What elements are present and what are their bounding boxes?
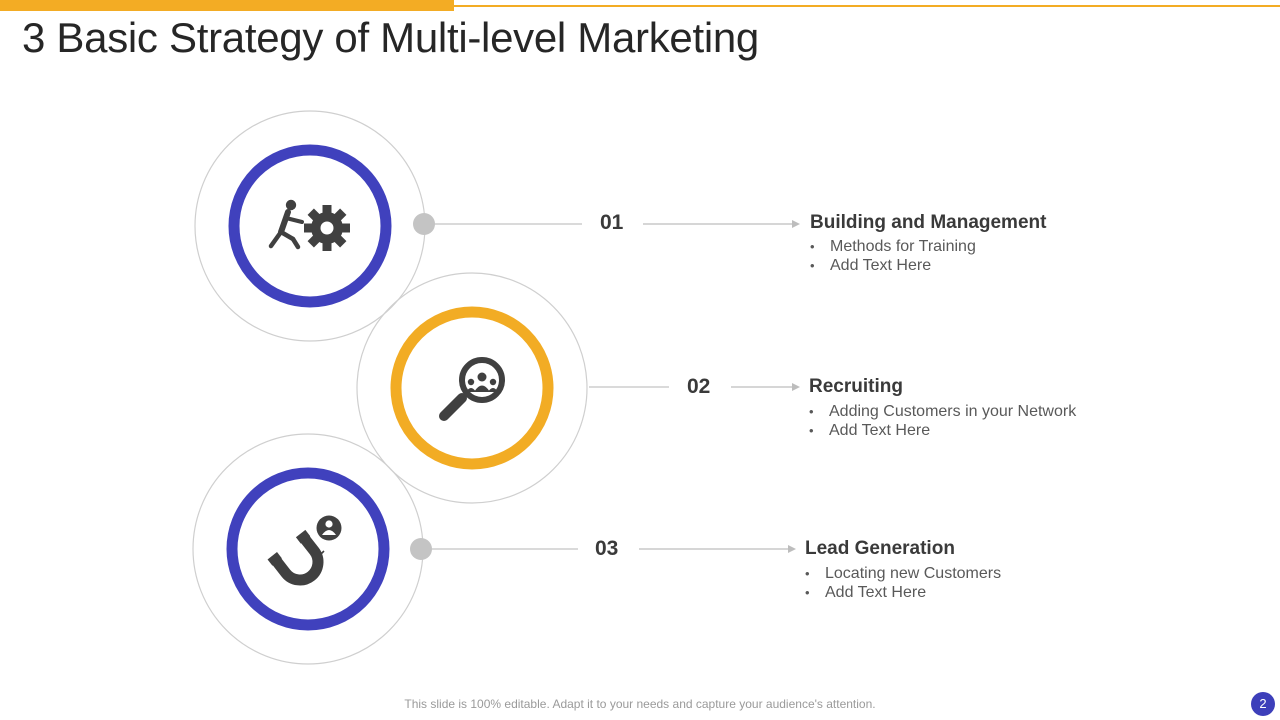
step-number-1: 01 [600, 211, 624, 234]
step-title-1: Building and Management [810, 212, 1047, 233]
step-bullets-2: Adding Customers in your Network Add Tex… [809, 402, 1076, 440]
top-accent-line [454, 5, 1280, 7]
attraction-wave-icon [298, 535, 311, 543]
step-bullets-1: Methods for Training Add Text Here [810, 237, 976, 275]
step-bullets-3: Locating new Customers Add Text Here [805, 564, 1001, 602]
slide-title: 3 Basic Strategy of Multi-level Marketin… [22, 14, 759, 61]
ring-step-1 [228, 144, 392, 308]
ring-step-2 [390, 306, 554, 470]
step-number-3: 03 [595, 537, 619, 560]
ring-step-3 [226, 467, 390, 631]
footer-note: This slide is 100% editable. Adapt it to… [404, 697, 876, 711]
arrow-head-3 [788, 545, 796, 553]
bullet-item: Adding Customers in your Network [809, 402, 1076, 421]
step-title-2: Recruiting [809, 376, 903, 397]
user-badge-icon [316, 515, 342, 541]
top-accent-bar [0, 0, 454, 11]
page-number-badge: 2 [1251, 692, 1275, 716]
bullet-item: Add Text Here [805, 583, 1001, 602]
magnifier-group-icon [439, 357, 505, 421]
arrow-head-2 [792, 383, 800, 391]
bullet-item: Methods for Training [810, 237, 976, 256]
bullet-item: Add Text Here [810, 256, 976, 275]
step-title-3: Lead Generation [805, 538, 955, 559]
connector-dot-1 [413, 213, 435, 235]
bullet-item: Locating new Customers [805, 564, 1001, 583]
connector-dot-3 [410, 538, 432, 560]
arrow-head-1 [792, 220, 800, 228]
bullet-item: Add Text Here [809, 421, 1076, 440]
step-number-2: 02 [687, 375, 711, 398]
outer-circle-2 [356, 272, 588, 504]
